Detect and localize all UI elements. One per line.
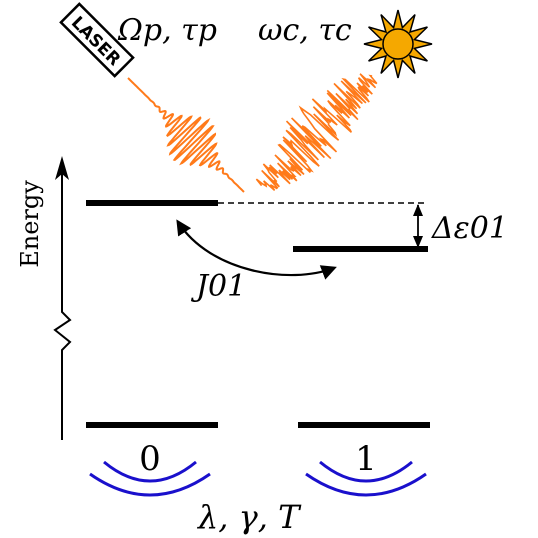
sunlight-wave [255, 73, 378, 192]
laser-pulse-wave [127, 77, 245, 193]
bath-1-outer-arc [305, 472, 427, 497]
sun-icon [363, 9, 433, 79]
coupling-arrow [176, 219, 337, 280]
sun-params-label: ωc, τc [258, 13, 352, 48]
coupling-label: J01 [190, 269, 246, 304]
energy-gap-arrow [413, 204, 423, 248]
energy-axis-label: Energy [16, 180, 44, 268]
bath-0-outer-arc [89, 472, 211, 497]
energy-axis-line [53, 168, 72, 440]
energy-axis-arrowhead [55, 156, 69, 180]
site-label-1: 1 [355, 439, 377, 479]
energy-axis: Energy [16, 156, 72, 440]
bath-0 [89, 460, 211, 497]
bath-params-label: λ, γ, T [196, 498, 302, 536]
site-label-0: 0 [139, 439, 161, 479]
bath-1-inner-arc [319, 460, 413, 483]
bath-0-inner-arc [103, 460, 197, 483]
energy-gap-label: Δε01 [431, 211, 508, 246]
laser-params-label: Ωp, τp [117, 13, 217, 48]
bath-1 [305, 460, 427, 497]
